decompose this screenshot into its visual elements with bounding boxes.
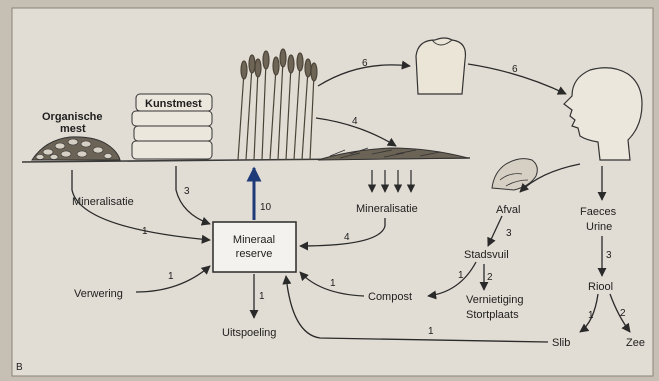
arrow-weathering-to-reserve [135, 265, 211, 293]
label-organic-manure-line1: Organische [42, 111, 103, 123]
flow-number-waste-to-citywaste: 3 [506, 228, 512, 239]
arrow-crop-to-residue [315, 117, 397, 147]
bread-icon [415, 37, 467, 95]
flow-number-bread-to-human: 6 [512, 64, 518, 75]
arrow-manure-to-reserve [71, 170, 211, 244]
flow-number-citywaste-to-destruction: 2 [487, 272, 493, 283]
wheat-crop-icon [237, 48, 318, 161]
arrow-sewer-to-sea [609, 293, 631, 333]
label-faeces: Faeces [580, 206, 617, 218]
flow-number-crop-to-residue: 4 [352, 116, 358, 127]
label-fertilizer: Kunstmest [145, 98, 202, 110]
flow-number-residue-to-reserve: 4 [344, 232, 350, 243]
label-mineral-reserve-line1: Mineraal [233, 234, 275, 246]
label-mineral-reserve-line2: reserve [236, 248, 273, 260]
flow-number-crop-to-bread: 6 [362, 58, 368, 69]
mineralization-down-arrows [367, 170, 416, 193]
arrow-sewer-to-sludge [579, 293, 599, 333]
label-mineralization-right: Mineralisatie [356, 203, 418, 215]
arrow-crop-to-bread [317, 60, 411, 87]
human-head-icon [563, 67, 643, 161]
label-landfill: Stortplaats [466, 309, 519, 321]
arrow-food-to-waste [519, 163, 581, 193]
flow-number-sludge-to-reserve: 1 [428, 326, 434, 337]
flow-number-urine-to-sewer: 3 [606, 250, 612, 261]
label-sewer: Riool [588, 281, 613, 293]
fertilizer-bags-icon [131, 93, 213, 160]
mineral-reserve-box [212, 221, 297, 273]
arrow-bread-to-human [467, 63, 567, 95]
flow-number-weathering-to-reserve: 1 [168, 271, 174, 282]
label-waste: Afval [496, 204, 520, 216]
arrow-residue-to-reserve [299, 218, 386, 251]
label-sea: Zee [626, 337, 645, 349]
flow-number-sewer-to-sludge: 1 [588, 310, 594, 321]
flow-number-citywaste-to-compost: 1 [458, 270, 464, 281]
panel-letter: B [16, 362, 23, 373]
label-weathering: Verwering [74, 288, 123, 300]
flow-number-reserve-to-crop: 10 [260, 202, 272, 213]
arrow-waste-to-citywaste [487, 215, 503, 247]
arrow-citywaste-to-compost [427, 261, 477, 300]
food-waste-icon [491, 158, 538, 191]
crop-residue-icon [317, 147, 469, 161]
label-leaching: Uitspoeling [222, 327, 276, 339]
label-sludge: Slib [552, 337, 570, 349]
label-city-waste: Stadsvuil [464, 249, 509, 261]
arrow-compost-to-reserve [299, 271, 365, 297]
label-destruction: Vernietiging [466, 294, 524, 306]
flow-number-compost-to-reserve: 1 [330, 278, 336, 289]
arrow-fertilizer-to-reserve [175, 166, 211, 226]
figure-panel [11, 7, 654, 377]
arrow-sludge-to-reserve [282, 275, 549, 343]
flow-number-leaching: 1 [259, 291, 265, 302]
label-urine: Urine [586, 221, 612, 233]
organic-manure-icon [31, 136, 121, 161]
label-compost: Compost [368, 291, 412, 303]
flow-number-sewer-to-sea: 2 [620, 308, 626, 319]
label-organic-manure-line2: mest [60, 123, 86, 135]
flow-number-fertilizer-to-reserve: 3 [184, 186, 190, 197]
flow-number-manure-to-reserve: 1 [142, 226, 148, 237]
label-mineralization-left: Mineralisatie [72, 196, 134, 208]
